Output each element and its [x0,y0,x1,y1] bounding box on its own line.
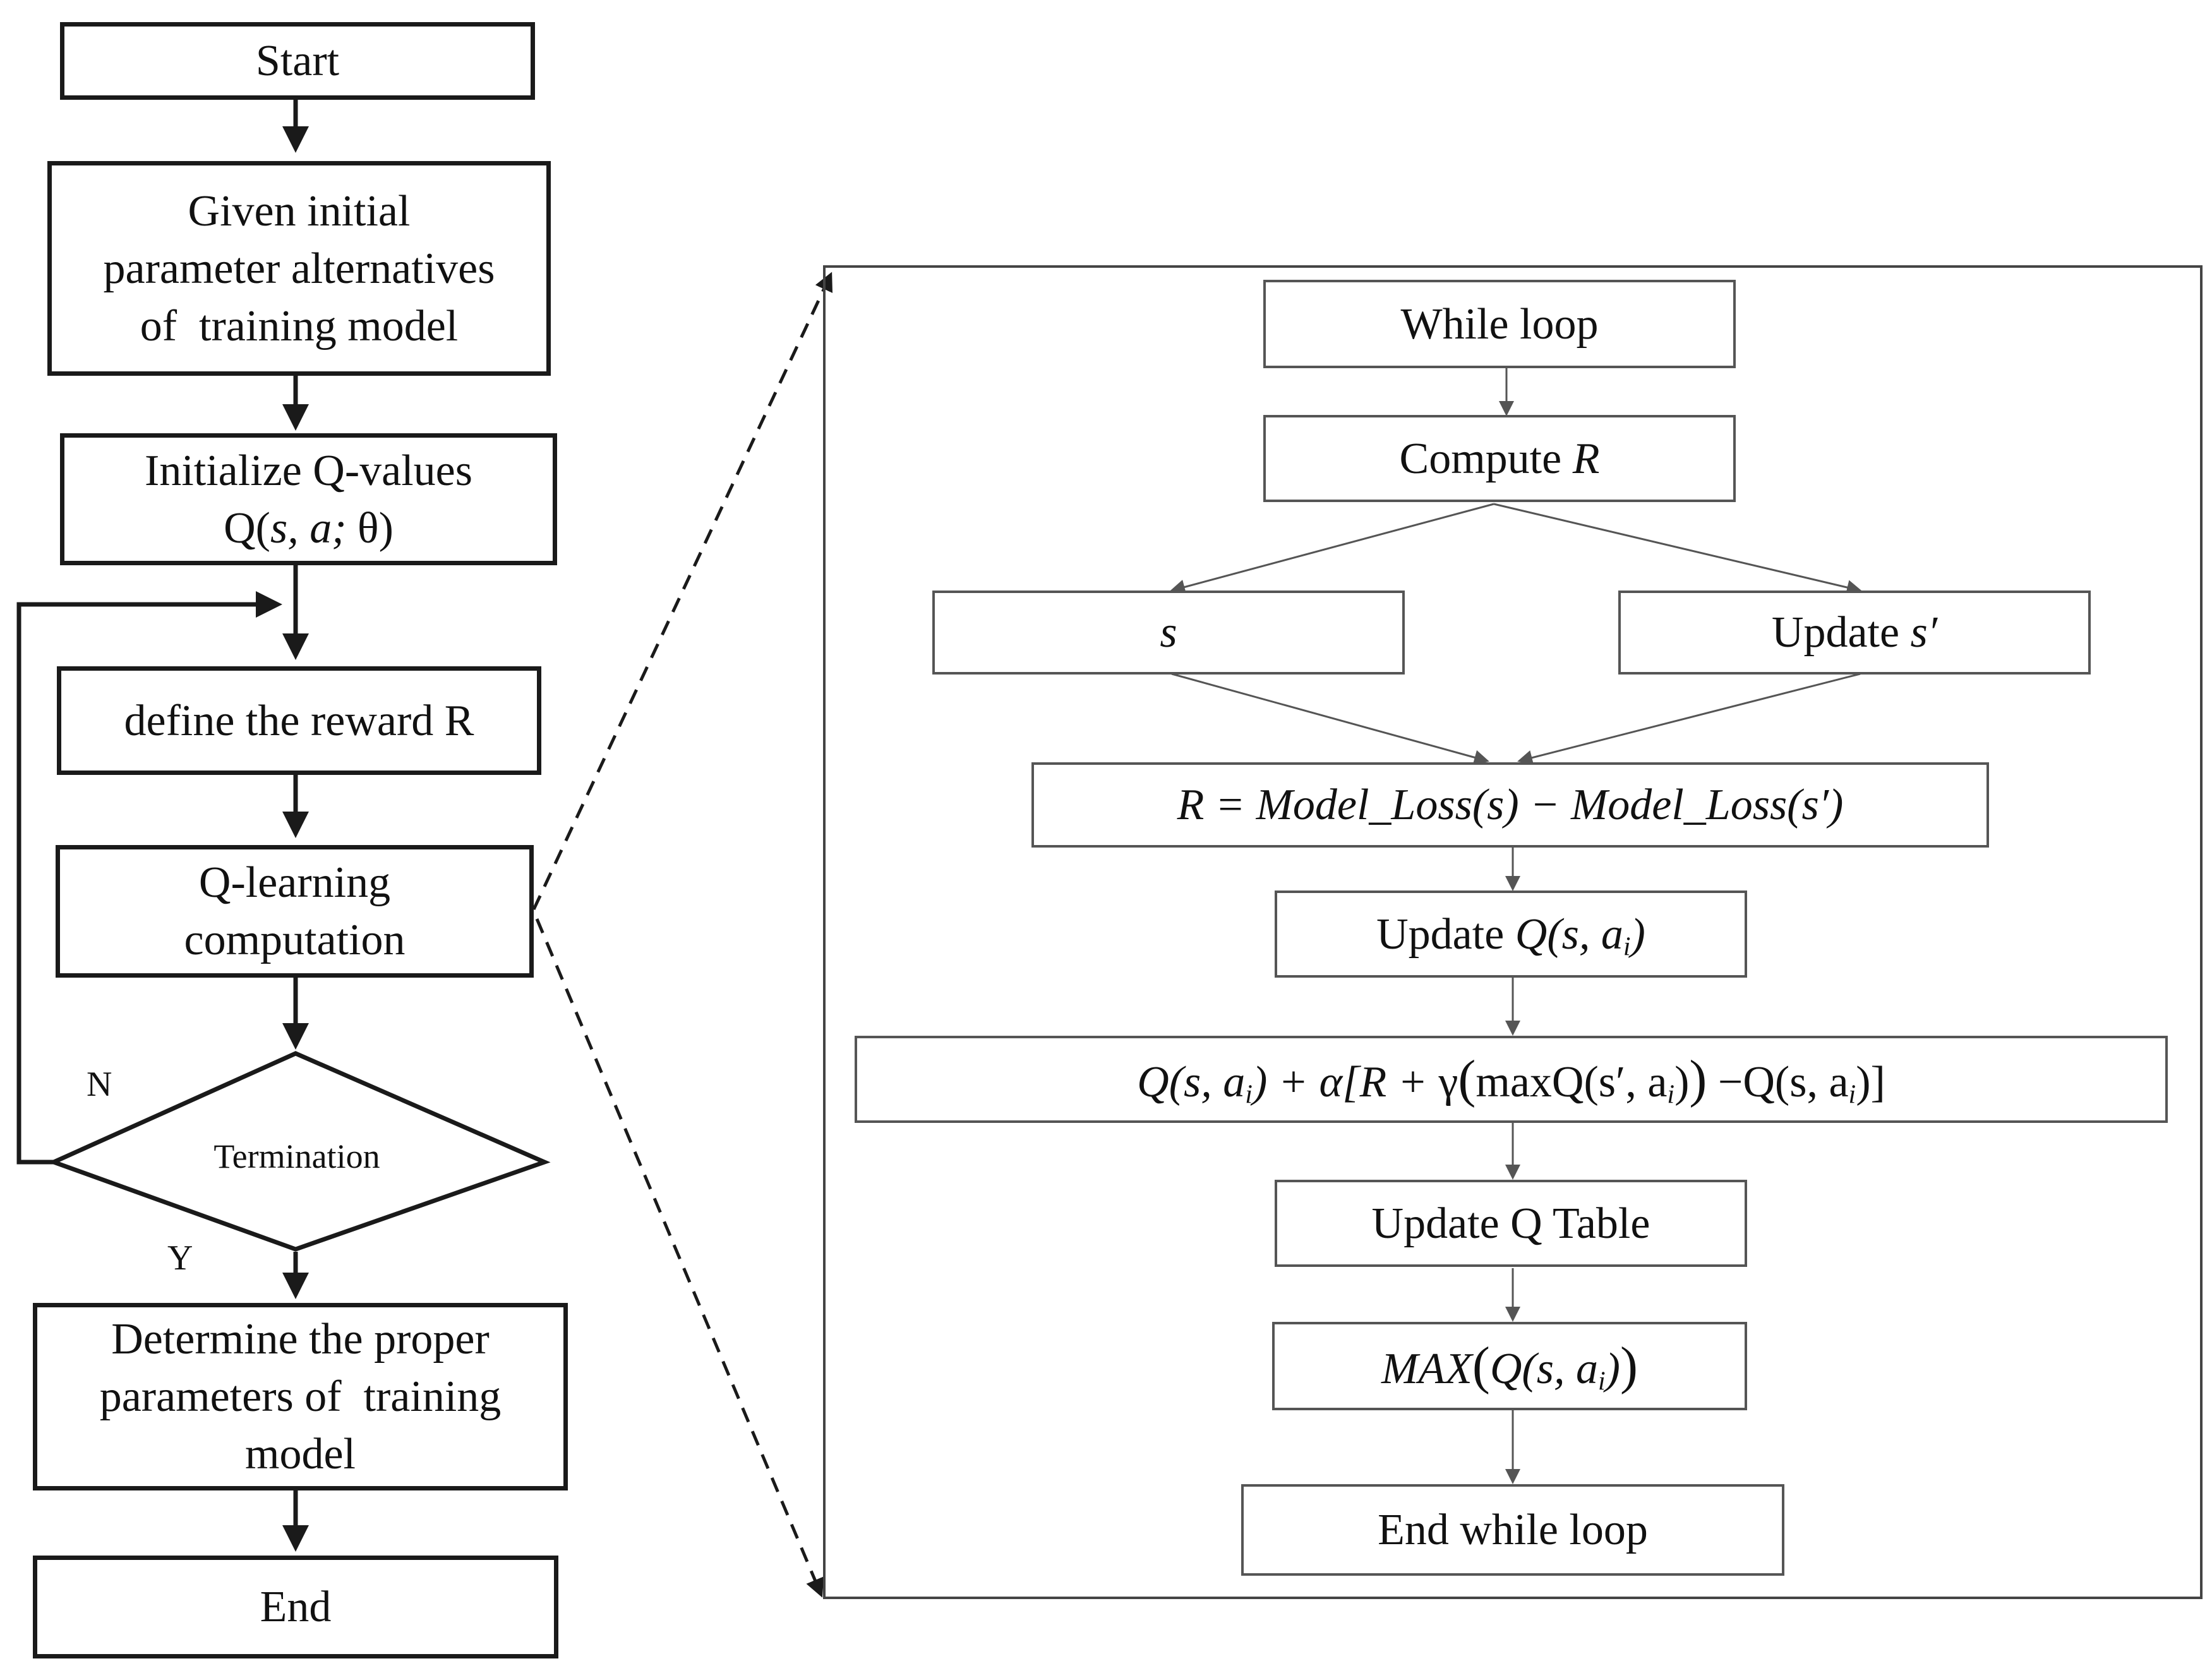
initialize-q-formula: Q(s, a; θ) [224,500,394,557]
update-q-text: Update [1376,909,1515,959]
zoom-dashed-lines [532,272,833,1598]
update-state-var: s′ [1910,608,1938,657]
determine-line-3: model [245,1430,356,1478]
initial-parameters-node: Given initial parameter alternatives of … [47,161,551,376]
compute-r-node: Compute R [1263,415,1736,502]
q-eq-part5: )] [1856,1058,1885,1107]
initial-parameters-line-1: Given initial [188,186,411,236]
termination-label: Termination [213,1137,380,1175]
update-q-table-label: Update Q Table [1371,1199,1650,1248]
q-eq-part4: −Q(s, a [1707,1058,1849,1107]
update-q-node: Update Q(s, ai) [1275,890,1747,978]
update-state-node: Update s′ [1618,591,2091,675]
state-label: s [1160,608,1177,657]
q-eq-sub2: i [1667,1080,1675,1110]
detail-panel [823,265,2203,1599]
determine-line-2: parameters of training [99,1372,502,1421]
compute-r-text: Compute [1399,434,1573,483]
max-q-inner-close: ) [1605,1345,1620,1394]
detail-flow-arrows [1170,368,1862,1484]
no-branch-label: N [87,1065,112,1104]
q-learning-line-2: computation [184,916,406,964]
max-q-fn: MAX [1381,1345,1472,1394]
define-reward-label: define the reward R [124,696,474,745]
loop-back-line [16,591,282,1165]
q-eq-gamma: γ [1438,1058,1458,1107]
while-loop-label: While loop [1400,299,1599,349]
q-eq-sub1: i [1245,1080,1253,1110]
max-q-sub: i [1597,1367,1606,1396]
start-label: Start [255,37,340,85]
q-eq-paren-close: ) [1689,1050,1707,1109]
update-q-fn: Q(s, a [1515,909,1623,959]
update-state-text: Update [1771,608,1911,657]
q-eq-part1: Q(s, a [1137,1058,1246,1107]
compute-r-var: R [1572,434,1600,483]
update-q-formula: Q(s, ai) [1515,906,1645,963]
q-eq-part2: ) + α[R + [1252,1058,1439,1107]
yes-branch-label: Y [167,1238,193,1278]
initial-parameters-line-2: parameter alternatives [103,244,495,293]
max-q-paren-open: ( [1472,1336,1490,1396]
initialize-q-close: ) [378,503,394,553]
q-learning-node: Q-learning computation [56,845,534,978]
determine-parameters-node: Determine the proper parameters of train… [33,1303,568,1490]
q-update-equation: Q(s, ai) + α[R + γ(maxQ(s′, ai)) −Q(s, a… [1137,1045,1885,1113]
determine-line-1: Determine the proper [111,1315,490,1364]
state-node: s [932,591,1405,675]
while-loop-node: While loop [1263,280,1736,368]
initial-parameters-line-3: of training model [140,301,459,351]
update-q-table-node: Update Q Table [1275,1180,1747,1267]
start-node: Start [60,22,535,100]
update-q-close: ) [1630,909,1645,959]
reward-equation-node: R = Model_Loss(s) − Model_Loss(s′) [1031,762,1989,848]
initialize-q-args: s, a; [270,503,358,553]
max-q-formula: MAX(Q(s, ai)) [1381,1331,1638,1400]
initialize-q-node: Initialize Q-values Q(s, a; θ) [60,433,557,565]
max-q-inner: Q(s, a [1489,1345,1598,1394]
q-eq-sub3: i [1848,1080,1856,1110]
q-eq-paren-open: ( [1458,1050,1476,1109]
q-update-equation-node: Q(s, ai) + α[R + γ(maxQ(s′, ai)) −Q(s, a… [855,1036,2168,1123]
initialize-q-line-1: Initialize Q-values [145,446,472,495]
q-eq-max: maxQ(s′, a [1476,1058,1668,1107]
max-q-paren-close: ) [1620,1336,1638,1396]
end-while-loop-node: End while loop [1241,1484,1784,1576]
define-reward-node: define the reward R [57,666,541,775]
end-while-loop-label: End while loop [1378,1506,1648,1554]
initialize-q-fn: Q( [224,503,270,553]
max-q-node: MAX(Q(s, ai)) [1272,1322,1747,1410]
reward-equation: R = Model_Loss(s) − Model_Loss(s′) [1177,781,1844,829]
q-eq-part3: ) [1674,1058,1690,1107]
end-node: End [33,1556,558,1658]
initialize-q-theta: θ [358,503,379,553]
update-q-sub: i [1623,932,1631,961]
end-label: End [260,1583,332,1631]
q-learning-line-1: Q-learning [198,858,391,907]
termination-diamond [47,1051,551,1252]
